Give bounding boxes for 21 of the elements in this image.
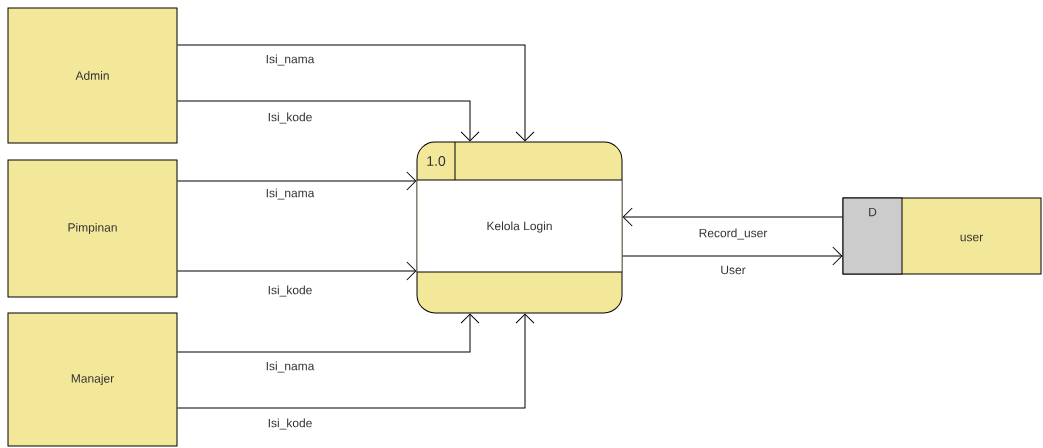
edge-label: Isi_nama: [264, 53, 316, 67]
edge-label: User: [719, 264, 747, 276]
entity-box: Admin: [7, 7, 178, 144]
arrow: [622, 207, 843, 227]
edge-label: Isi_nama: [264, 360, 316, 374]
arrow: [622, 246, 843, 266]
edge-label: Isi_nama: [264, 187, 316, 201]
entity-box: Manajer: [7, 312, 178, 447]
edge-label: Record_user: [697, 227, 769, 241]
entity-box: Pimpinan: [7, 159, 178, 298]
arrow: [177, 261, 417, 281]
arrow: [177, 100, 480, 142]
edge-label: Isi_kode: [266, 111, 314, 125]
edge-label: Isi_kode: [266, 284, 314, 298]
arrow: [177, 313, 480, 353]
arrow: [177, 171, 417, 191]
data-store: D user: [842, 197, 1042, 275]
arrow: [177, 313, 535, 409]
process-box: 1.0 Kelola Login: [416, 141, 623, 314]
edge-label: Isi_kode: [266, 417, 314, 431]
arrow: [177, 44, 535, 142]
